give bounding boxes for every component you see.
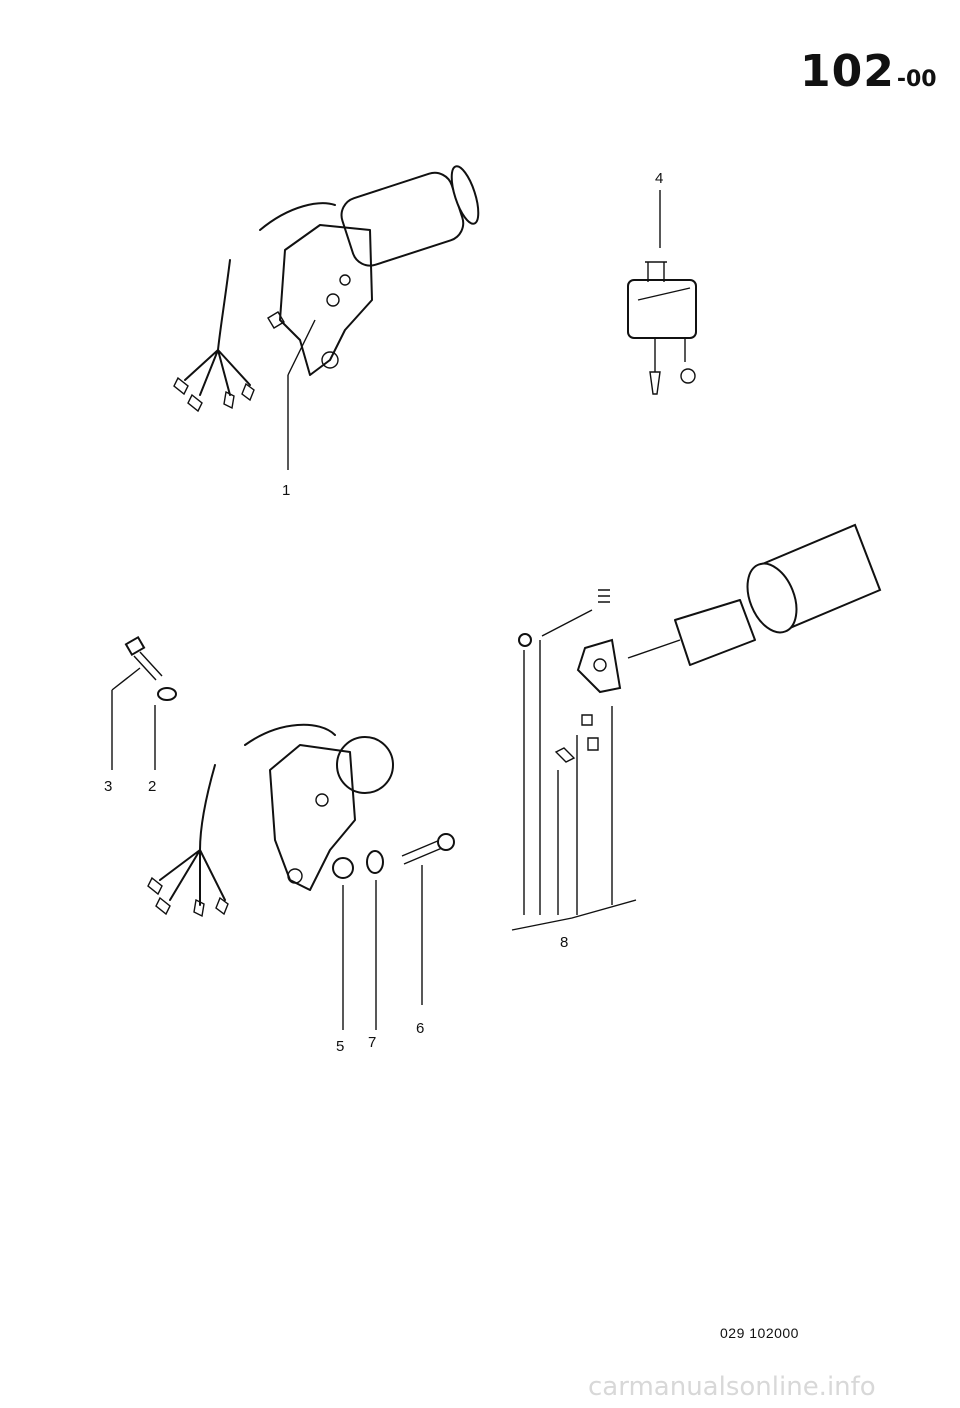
relay-component <box>627 261 697 395</box>
wiper-motor-assembly <box>173 165 480 413</box>
washer-part-7 <box>366 850 384 874</box>
callout-8: 8 <box>560 934 569 951</box>
callout-3: 3 <box>104 778 113 795</box>
callout-4: 4 <box>655 170 664 187</box>
page-number-sub: -00 <box>896 67 937 92</box>
leader-1-angle <box>287 319 316 376</box>
reference-code: 029 102000 <box>720 1325 799 1341</box>
screw-part-3 <box>124 635 163 681</box>
callout-6: 6 <box>416 1020 425 1037</box>
armature-and-housing <box>518 523 882 763</box>
bolt-part-6 <box>401 833 455 865</box>
motor-cover-assembly <box>147 723 394 918</box>
leader-3 <box>111 667 141 770</box>
page-number: 102-00 <box>800 46 937 97</box>
callout-5: 5 <box>336 1038 345 1055</box>
leader-8-group <box>511 609 637 931</box>
callout-7: 7 <box>368 1034 377 1051</box>
watermark: carmanualsonline.info <box>588 1372 876 1402</box>
callout-2: 2 <box>148 778 157 795</box>
page-number-main: 102 <box>800 46 895 97</box>
washer-part-2 <box>157 687 177 701</box>
bushing-part-5 <box>332 857 354 879</box>
callout-1: 1 <box>282 482 291 499</box>
